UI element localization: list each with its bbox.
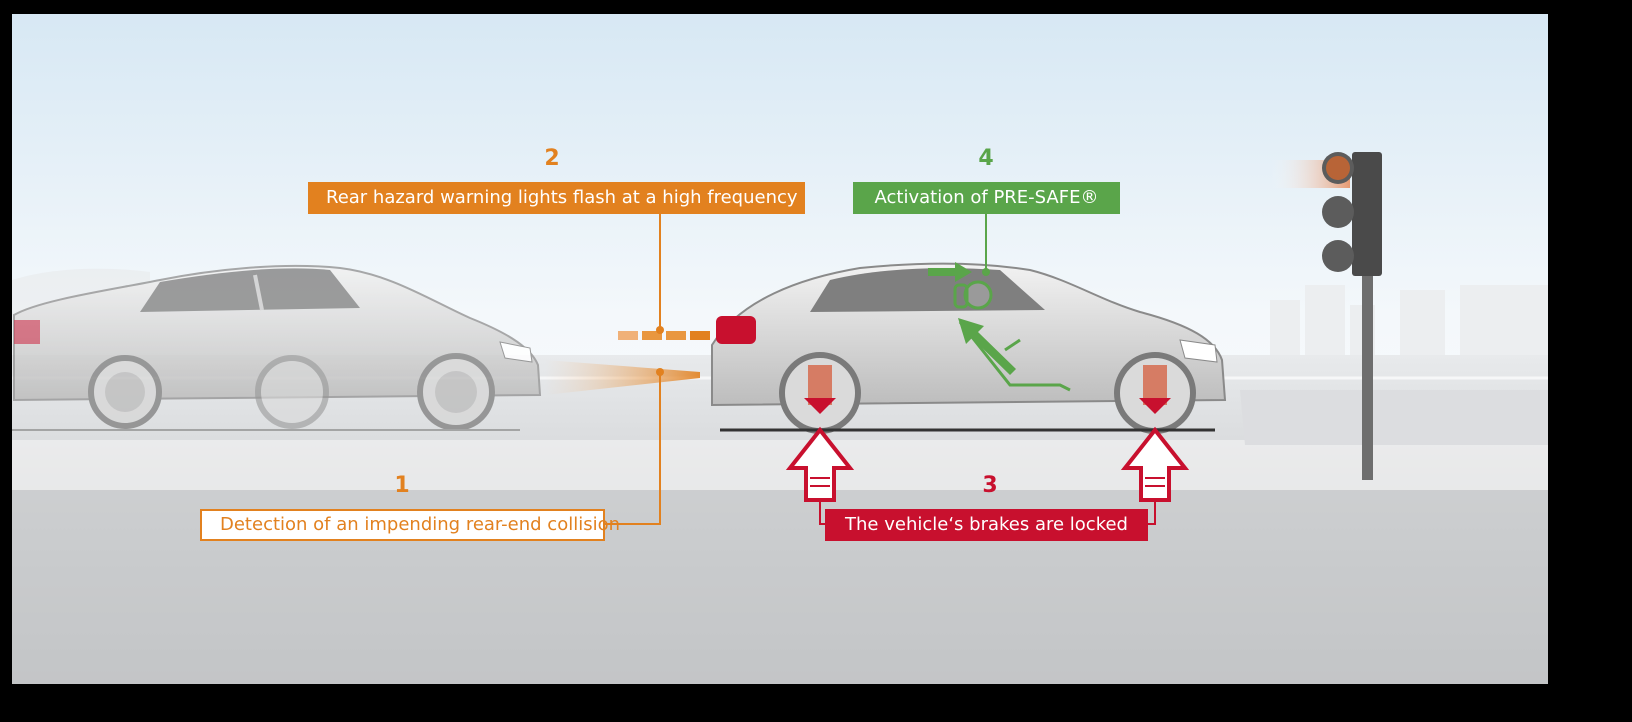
step-number-4: 4 xyxy=(978,146,994,171)
approaching-car xyxy=(12,264,542,431)
label-hazard-lights: Rear hazard warning lights flash at a hi… xyxy=(308,182,805,214)
step-number-2: 2 xyxy=(544,146,560,171)
label-detection: Detection of an impending rear-end colli… xyxy=(200,509,620,541)
detection-beam xyxy=(545,360,700,395)
presafe-occupant xyxy=(953,280,1071,392)
seatbelt-arrow xyxy=(958,318,1016,375)
step-number-1: 1 xyxy=(394,473,410,498)
hazard-flashes xyxy=(618,331,710,340)
connector-lines xyxy=(605,213,1156,525)
step-number-3: 3 xyxy=(982,473,998,498)
road-light-band xyxy=(12,440,1548,490)
label-presafe: Activation of PRE-SAFE® xyxy=(853,182,1120,214)
crosswalk-area xyxy=(1240,390,1548,445)
label-brakes-locked: The vehicle‘s brakes are locked xyxy=(825,509,1148,541)
traffic-light xyxy=(1270,152,1382,480)
city-skyline xyxy=(1270,285,1548,360)
seat-adjust-arrow xyxy=(928,262,972,282)
